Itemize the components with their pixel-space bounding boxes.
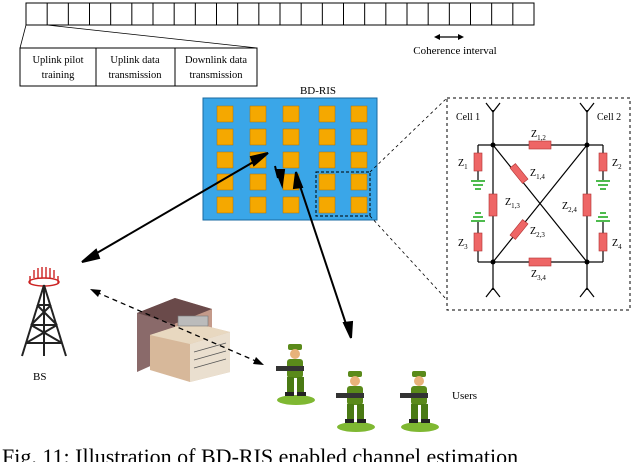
frame-expand-lines [19, 24, 258, 49]
figure-caption: Fig. 11: Illustration of BD-RIS enabled … [2, 444, 518, 462]
uplink-data-label-1: Uplink data [110, 55, 160, 66]
cell1-label: Cell 1 [456, 112, 480, 123]
ris-element [350, 105, 368, 123]
base-station-tower-icon: BS [21, 267, 67, 383]
uplink-pilot-label-2: training [42, 70, 75, 81]
users-group [276, 344, 439, 432]
ground-icon [471, 180, 610, 222]
zoom-lines [369, 97, 448, 301]
ris-element [318, 128, 336, 146]
arrows [81, 152, 354, 339]
ris-element [282, 128, 300, 146]
ris-element [350, 173, 368, 191]
bdris-label: BD-RIS [300, 85, 336, 97]
ris-element [249, 196, 267, 214]
ris-element [350, 128, 368, 146]
z12-label: Z1,2 [531, 129, 546, 142]
ris-element [249, 128, 267, 146]
ris-element [216, 128, 234, 146]
building-icon [137, 298, 230, 382]
z14-label: Z1,4 [530, 168, 545, 181]
ris-element [318, 151, 336, 169]
ris-element [216, 105, 234, 123]
coherence-interval-label: Coherence interval [413, 45, 496, 57]
cell2-label: Cell 2 [597, 112, 621, 123]
uplink-pilot-label-1: Uplink pilot [32, 55, 83, 66]
frame-detail-boxes: Uplink pilot training Uplink data transm… [19, 47, 258, 87]
ris-zoom-box [315, 171, 371, 217]
ris-element [282, 196, 300, 214]
z23-label: Z2,3 [530, 226, 545, 239]
z13-label: Z1,3 [505, 197, 520, 210]
ris-element [216, 173, 234, 191]
downlink-data-label-2: transmission [189, 70, 243, 81]
los-blocked-arrow [90, 289, 264, 365]
circuit-panel: Cell 1 Cell 2 Z1 Z2 Z3 Z4 Z1,2 Z1,4 Z1,3… [446, 97, 631, 311]
z24-label: Z2,4 [562, 201, 577, 214]
ris-element [249, 173, 267, 191]
bdris-panel [202, 97, 378, 221]
ris-element [318, 173, 336, 191]
frame-strip [25, 2, 535, 26]
ris-element [318, 196, 336, 214]
ris-element [216, 196, 234, 214]
ris-element [216, 151, 234, 169]
users-label: Users [452, 390, 477, 402]
z1-label: Z1 [458, 158, 468, 171]
z3-label: Z3 [458, 238, 468, 251]
z4-label: Z4 [612, 238, 622, 251]
ris-element [249, 105, 267, 123]
z34-label: Z3,4 [531, 269, 546, 282]
ris-element [318, 105, 336, 123]
user-icon [400, 371, 439, 432]
user-icon [276, 344, 315, 405]
uplink-data-label-2: transmission [108, 70, 162, 81]
ris-element [282, 105, 300, 123]
antenna-icon [485, 102, 595, 298]
z2-label: Z2 [612, 158, 622, 171]
user-icon [336, 371, 375, 432]
resistors [473, 140, 608, 267]
ris-element [350, 196, 368, 214]
bs-label: BS [33, 371, 46, 383]
downlink-data-label-1: Downlink data [185, 55, 247, 66]
coherence-arrow: Coherence interval [413, 34, 497, 57]
ris-element [350, 151, 368, 169]
ris-element [282, 151, 300, 169]
